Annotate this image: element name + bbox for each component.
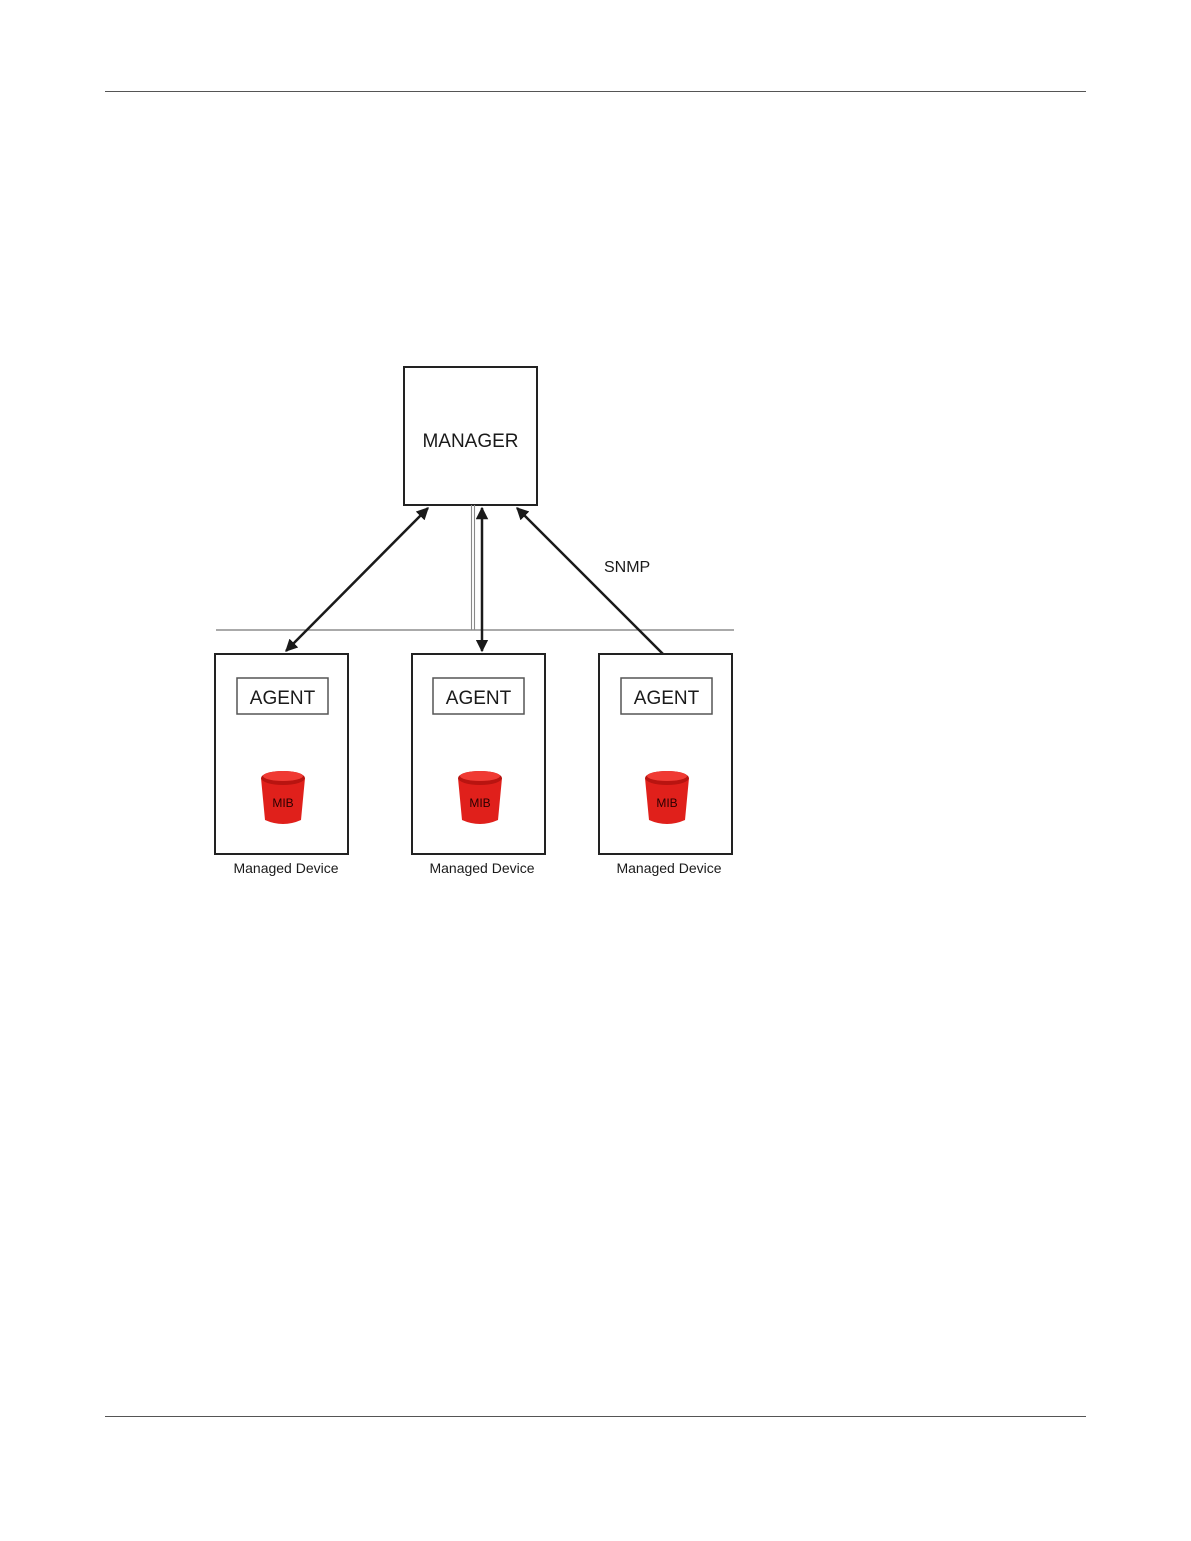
managed-device-1: AGENT MIB Managed Device xyxy=(214,653,349,876)
managed-device-3: AGENT MIB Managed Device xyxy=(598,653,733,876)
manager-node: MANAGER xyxy=(403,366,538,506)
mib-label: MIB xyxy=(272,796,293,810)
mib-label: MIB xyxy=(656,796,677,810)
snmp-arrow-left xyxy=(285,507,429,652)
managed-device-2: AGENT MIB Managed Device xyxy=(411,653,546,876)
agent-box xyxy=(620,677,713,715)
managed-device-caption: Managed Device xyxy=(616,860,721,876)
agent-label: AGENT xyxy=(250,688,316,709)
agent-box xyxy=(236,677,329,715)
footer-rule xyxy=(105,1416,1086,1417)
agent-box xyxy=(432,677,525,715)
mib-database-icon xyxy=(261,771,305,824)
agent-label: AGENT xyxy=(634,688,700,709)
mib-label: MIB xyxy=(469,796,490,810)
managed-device-caption: Managed Device xyxy=(429,860,534,876)
manager-label: MANAGER xyxy=(422,431,518,452)
snmp-arrow-right xyxy=(516,507,683,674)
header-rule xyxy=(105,91,1086,92)
managed-device-caption: Managed Device xyxy=(233,860,338,876)
mib-database-icon xyxy=(458,771,502,824)
agent-label: AGENT xyxy=(446,688,512,709)
snmp-label: SNMP xyxy=(604,559,650,576)
mib-database-icon xyxy=(645,771,689,824)
